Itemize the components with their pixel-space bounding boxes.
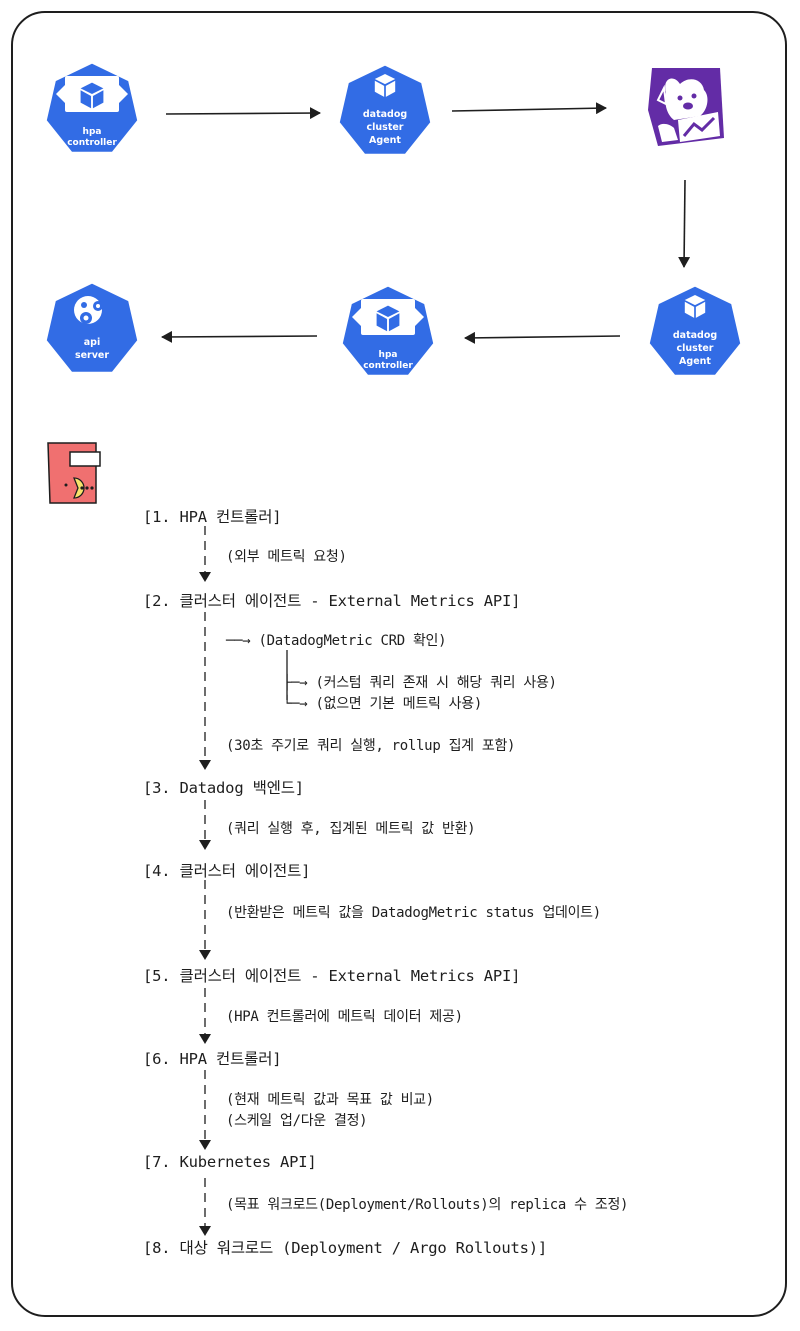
- api-server-node: api server: [43, 280, 141, 375]
- flow-step-4: [4. 클러스터 에이전트]: [143, 862, 311, 880]
- flow-note-2c: └─→ (없으면 기본 메트릭 사용): [283, 696, 482, 712]
- agent-label-line1: datadog: [673, 330, 717, 341]
- flow-note-2d: (30초 주기로 쿼리 실행, rollup 집계 포함): [226, 738, 516, 754]
- flow-step-2: [2. 클러스터 에이전트 - External Metrics API]: [143, 592, 521, 610]
- flow-note-5: (HPA 컨트롤러에 메트릭 데이터 제공): [226, 1009, 463, 1025]
- cube-arrows-icon: [352, 299, 424, 335]
- hpa-label-line2: controller: [363, 361, 413, 371]
- arrow-hpa-to-agent: [165, 107, 321, 120]
- arrow-datadog-to-agent: [678, 179, 691, 268]
- agent-label-line2: cluster: [677, 343, 714, 354]
- agent-label-line1: datadog: [363, 109, 407, 120]
- flow-note-3: (쿼리 실행 후, 집계된 메트릭 값 반환): [226, 821, 476, 837]
- pacman-card-icon: [47, 442, 101, 504]
- flow-note-6a: (현재 메트릭 값과 목표 값 비교): [226, 1092, 434, 1108]
- hpa-label-line1: hpa: [83, 127, 102, 137]
- api-label-line2: server: [75, 350, 109, 361]
- agent-label-line2: cluster: [367, 122, 404, 133]
- flow-step-3: [3. Datadog 백엔드]: [143, 779, 304, 797]
- flow-note-6b: (스케일 업/다운 결정): [226, 1113, 368, 1129]
- flow-step-8: [8. 대상 워크로드 (Deployment / Argo Rollouts)…: [143, 1239, 547, 1257]
- flow-step-5: [5. 클러스터 에이전트 - External Metrics API]: [143, 967, 521, 985]
- cube-arrows-icon: [56, 76, 128, 112]
- agent-label-line3: Agent: [679, 356, 711, 367]
- hpa-label-line1: hpa: [379, 350, 398, 360]
- api-label-line1: api: [84, 337, 100, 348]
- datadog-dog-icon: [648, 68, 724, 146]
- flow-step-1: [1. HPA 컨트롤러]: [143, 508, 282, 526]
- flow-arrowheads: [199, 572, 211, 1236]
- flow-note-4: (반환받은 메트릭 값을 DatadogMetric status 업데이트): [226, 905, 601, 921]
- flow-step-7: [7. Kubernetes API]: [143, 1153, 317, 1171]
- diagram-frame: [11, 11, 787, 1317]
- hpa-controller-node-bottom: hpa controller: [339, 283, 437, 378]
- flow-note-1: (외부 메트릭 요청): [226, 549, 347, 565]
- flow-note-2b: ├─→ (커스텀 쿼리 존재 시 해당 쿼리 사용): [283, 675, 557, 691]
- flow-note-7: (목표 워크로드(Deployment/Rollouts)의 replica 수…: [226, 1197, 629, 1213]
- arrow-agent-to-hpa: [464, 331, 621, 344]
- arrow-hpa-to-api: [161, 330, 318, 343]
- hpa-label-line2: controller: [67, 138, 117, 148]
- datadog-cluster-agent-node-top: datadog cluster Agent: [336, 62, 434, 157]
- hpa-controller-node-top: hpa controller: [43, 60, 141, 155]
- datadog-cluster-agent-node-bottom: datadog cluster Agent: [646, 283, 744, 378]
- arrow-agent-to-datadog: [451, 102, 607, 115]
- flow-connectors: [204, 526, 288, 1228]
- flow-note-2a: ──→ (DatadogMetric CRD 확인): [226, 633, 447, 649]
- flow-step-6: [6. HPA 컨트롤러]: [143, 1050, 282, 1068]
- gears-icon: [74, 296, 103, 324]
- agent-label-line3: Agent: [369, 135, 401, 146]
